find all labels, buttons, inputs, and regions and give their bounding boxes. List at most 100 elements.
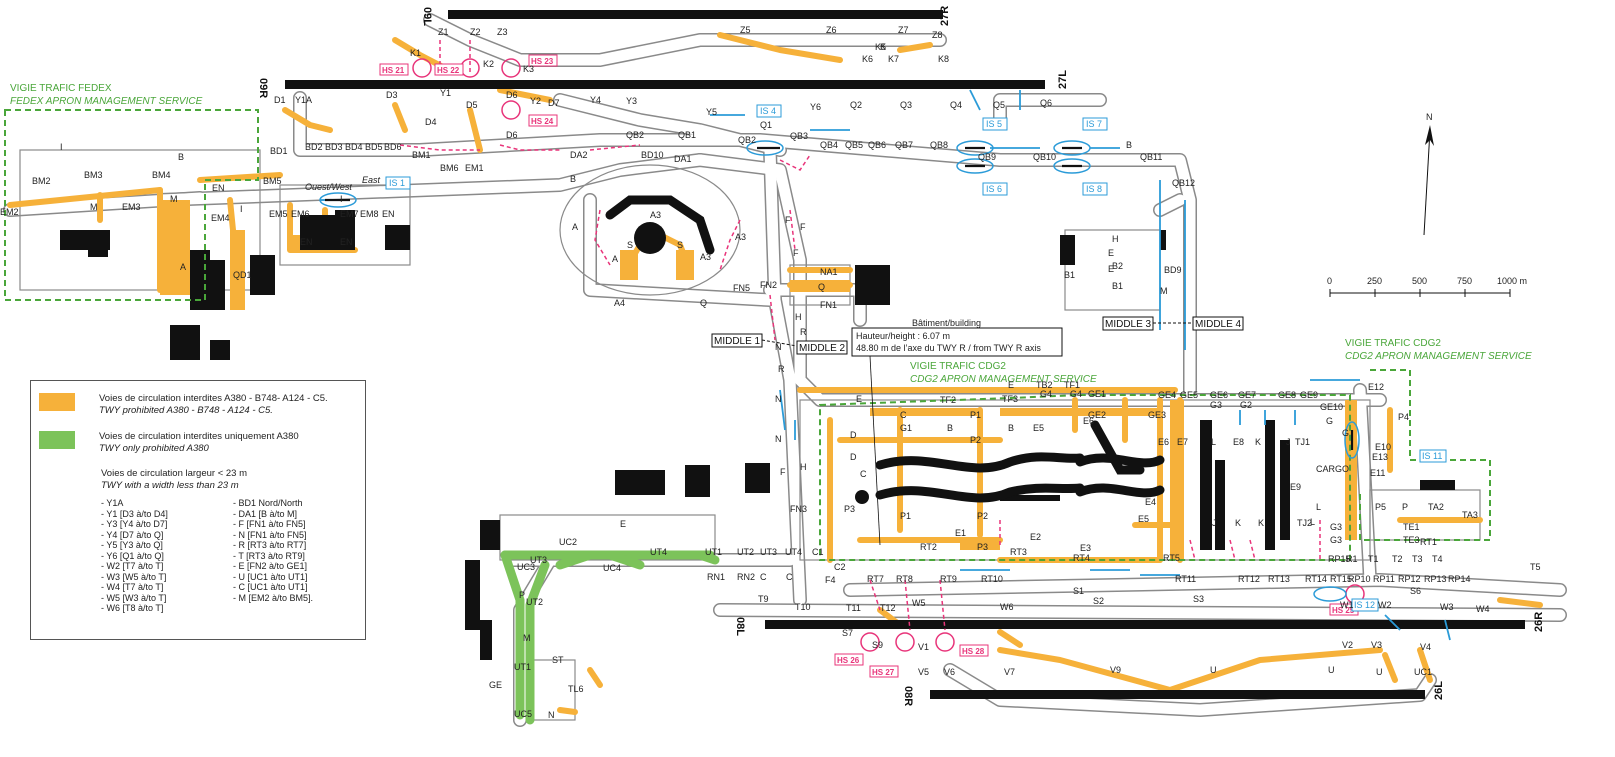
- taxiway-label: UT1: [705, 547, 722, 557]
- taxiway-label: EN: [382, 209, 395, 219]
- taxiway-label: Z5: [740, 25, 751, 35]
- cdg2-service-en-2: CDG2 APRON MANAGEMENT SERVICE: [1345, 351, 1532, 362]
- building-note-box: [851, 327, 1063, 357]
- taxiway-label: RT13: [1268, 574, 1290, 584]
- taxiway-label: TB2: [1036, 380, 1053, 390]
- legend-col2-item: - N [FN1 à/to FN5]: [233, 529, 307, 540]
- taxiway-label: V6: [944, 667, 955, 677]
- taxiway-label: T10: [795, 602, 811, 612]
- taxiway-label: K: [1235, 518, 1241, 528]
- taxiway-label: B1: [1064, 270, 1075, 280]
- taxiway-label: A3: [700, 252, 711, 262]
- taxiway-label: K3: [523, 64, 534, 74]
- taxiway-label: C2: [834, 562, 846, 572]
- north-label: N: [1426, 112, 1433, 122]
- taxiway-label: H: [800, 462, 807, 472]
- taxiway-label: T9: [758, 594, 769, 604]
- taxiway-label: C: [786, 572, 793, 582]
- cdg2-service-fr-2: VIGIE TRAFIC CDG2: [1345, 338, 1441, 349]
- taxiway-label: TF1: [1064, 380, 1080, 390]
- is-8: IS 8: [1086, 184, 1102, 194]
- legend-col2-item: - BD1 Nord/North: [233, 498, 303, 508]
- taxiway-label: T2: [1392, 554, 1403, 564]
- terminal-piers: [605, 195, 1165, 503]
- taxiway-label: S7: [842, 628, 853, 638]
- taxiway-label: GE3: [1148, 410, 1166, 420]
- taxiway-label: EN: [340, 237, 353, 247]
- taxiway-label: Y5: [706, 107, 717, 117]
- taxiway-label: GE5: [1180, 390, 1198, 400]
- taxiway-label: TA2: [1428, 502, 1444, 512]
- taxiway-label: QB2: [738, 135, 756, 145]
- hotspot-hs25: HS 25: [1332, 606, 1355, 615]
- taxiway-label: GE9: [1300, 390, 1318, 400]
- is-11: IS 11: [1422, 451, 1442, 461]
- taxiway-label: QD1: [233, 270, 252, 280]
- taxiway-label: RT9: [940, 574, 957, 584]
- taxiway-label: K: [880, 42, 886, 52]
- taxiway-label: EM5: [269, 209, 288, 219]
- taxiway-label: C: [860, 469, 867, 479]
- taxiway-label: P: [519, 590, 525, 600]
- legend-col1-item: - W6 [T8 à/to T]: [101, 603, 164, 613]
- taxiway-label: A: [180, 262, 186, 272]
- taxiway-label: N: [775, 394, 782, 404]
- taxiway-label: QB6: [868, 140, 886, 150]
- taxiway-label: GE1: [1088, 389, 1106, 399]
- taxiway-label: RN1: [707, 572, 725, 582]
- taxiway-label: T5: [1530, 562, 1541, 572]
- taxiway-label: P5: [1375, 502, 1386, 512]
- legend-col2-item: - U [UC1 à/to UT1]: [233, 571, 308, 582]
- taxiway-label: UT3: [530, 555, 547, 565]
- taxiway-label: RT11: [1175, 574, 1196, 584]
- taxiway-label: H: [1112, 234, 1119, 244]
- taxiway-label: RP13: [1424, 574, 1447, 584]
- taxiway-label: Y4: [590, 95, 601, 105]
- taxiway-label: EM7: [340, 209, 359, 219]
- taxiway-label: TJ1: [1295, 437, 1310, 447]
- legend-col2-item: - F [FN1 à/to FN5]: [233, 519, 306, 529]
- taxiway-label: Z2: [470, 27, 481, 37]
- taxiway-label: F: [780, 467, 786, 477]
- taxiway-label: E: [1108, 248, 1114, 258]
- taxiway-label: B1: [1112, 281, 1123, 291]
- taxiway-label: BM5: [263, 176, 282, 186]
- taxiway-label: E5: [1033, 423, 1044, 433]
- taxiway-label: D6: [506, 90, 518, 100]
- taxiway-label: EM6: [291, 209, 310, 219]
- taxiway-label: FN1: [820, 300, 837, 310]
- taxiway-label: M: [170, 194, 178, 204]
- runways: [285, 10, 1525, 699]
- taxiway-label: E6: [1083, 416, 1094, 426]
- taxiway-label: BD9: [1164, 265, 1182, 275]
- taxiway-label: QB3: [790, 131, 808, 141]
- taxiway-label: UT2: [737, 547, 754, 557]
- taxiway-label: T11: [846, 603, 861, 613]
- hotspot-hs28: HS 28: [962, 647, 985, 656]
- taxiway-label: G: [1326, 416, 1333, 426]
- taxiway-label: TE3: [1403, 535, 1420, 545]
- taxiway-label: RT8: [896, 574, 913, 584]
- taxiway-label: UT3: [760, 547, 777, 557]
- taxiway-label: GE10: [1320, 402, 1343, 412]
- taxiway-label: Q2: [850, 100, 862, 110]
- taxiway-label: W4: [1476, 604, 1490, 614]
- taxiway-label: D5: [466, 100, 478, 110]
- taxiway-label: V4: [1420, 642, 1431, 652]
- taxiway-label: BD1: [270, 146, 288, 156]
- taxiway-label: P2: [970, 435, 981, 445]
- taxiway-label: GE6: [1210, 390, 1228, 400]
- taxiway-label: A3: [650, 210, 661, 220]
- taxiway-label: G3: [1210, 400, 1222, 410]
- taxiway-label: Z7: [898, 25, 909, 35]
- hotspot-hs22: HS 22: [437, 66, 460, 75]
- taxiway-label: P4: [1398, 412, 1409, 422]
- taxiway-label: C1: [812, 547, 824, 557]
- runway-09R-27L: [285, 80, 1045, 89]
- taxiway-label: BM6: [440, 163, 459, 173]
- taxiway-label: Q4: [950, 100, 962, 110]
- taxiway-label: BD6: [384, 142, 402, 152]
- taxiway-label: I: [240, 204, 243, 214]
- middle-4: MIDDLE 4: [1195, 319, 1242, 330]
- taxiway-label: EM2: [0, 207, 19, 217]
